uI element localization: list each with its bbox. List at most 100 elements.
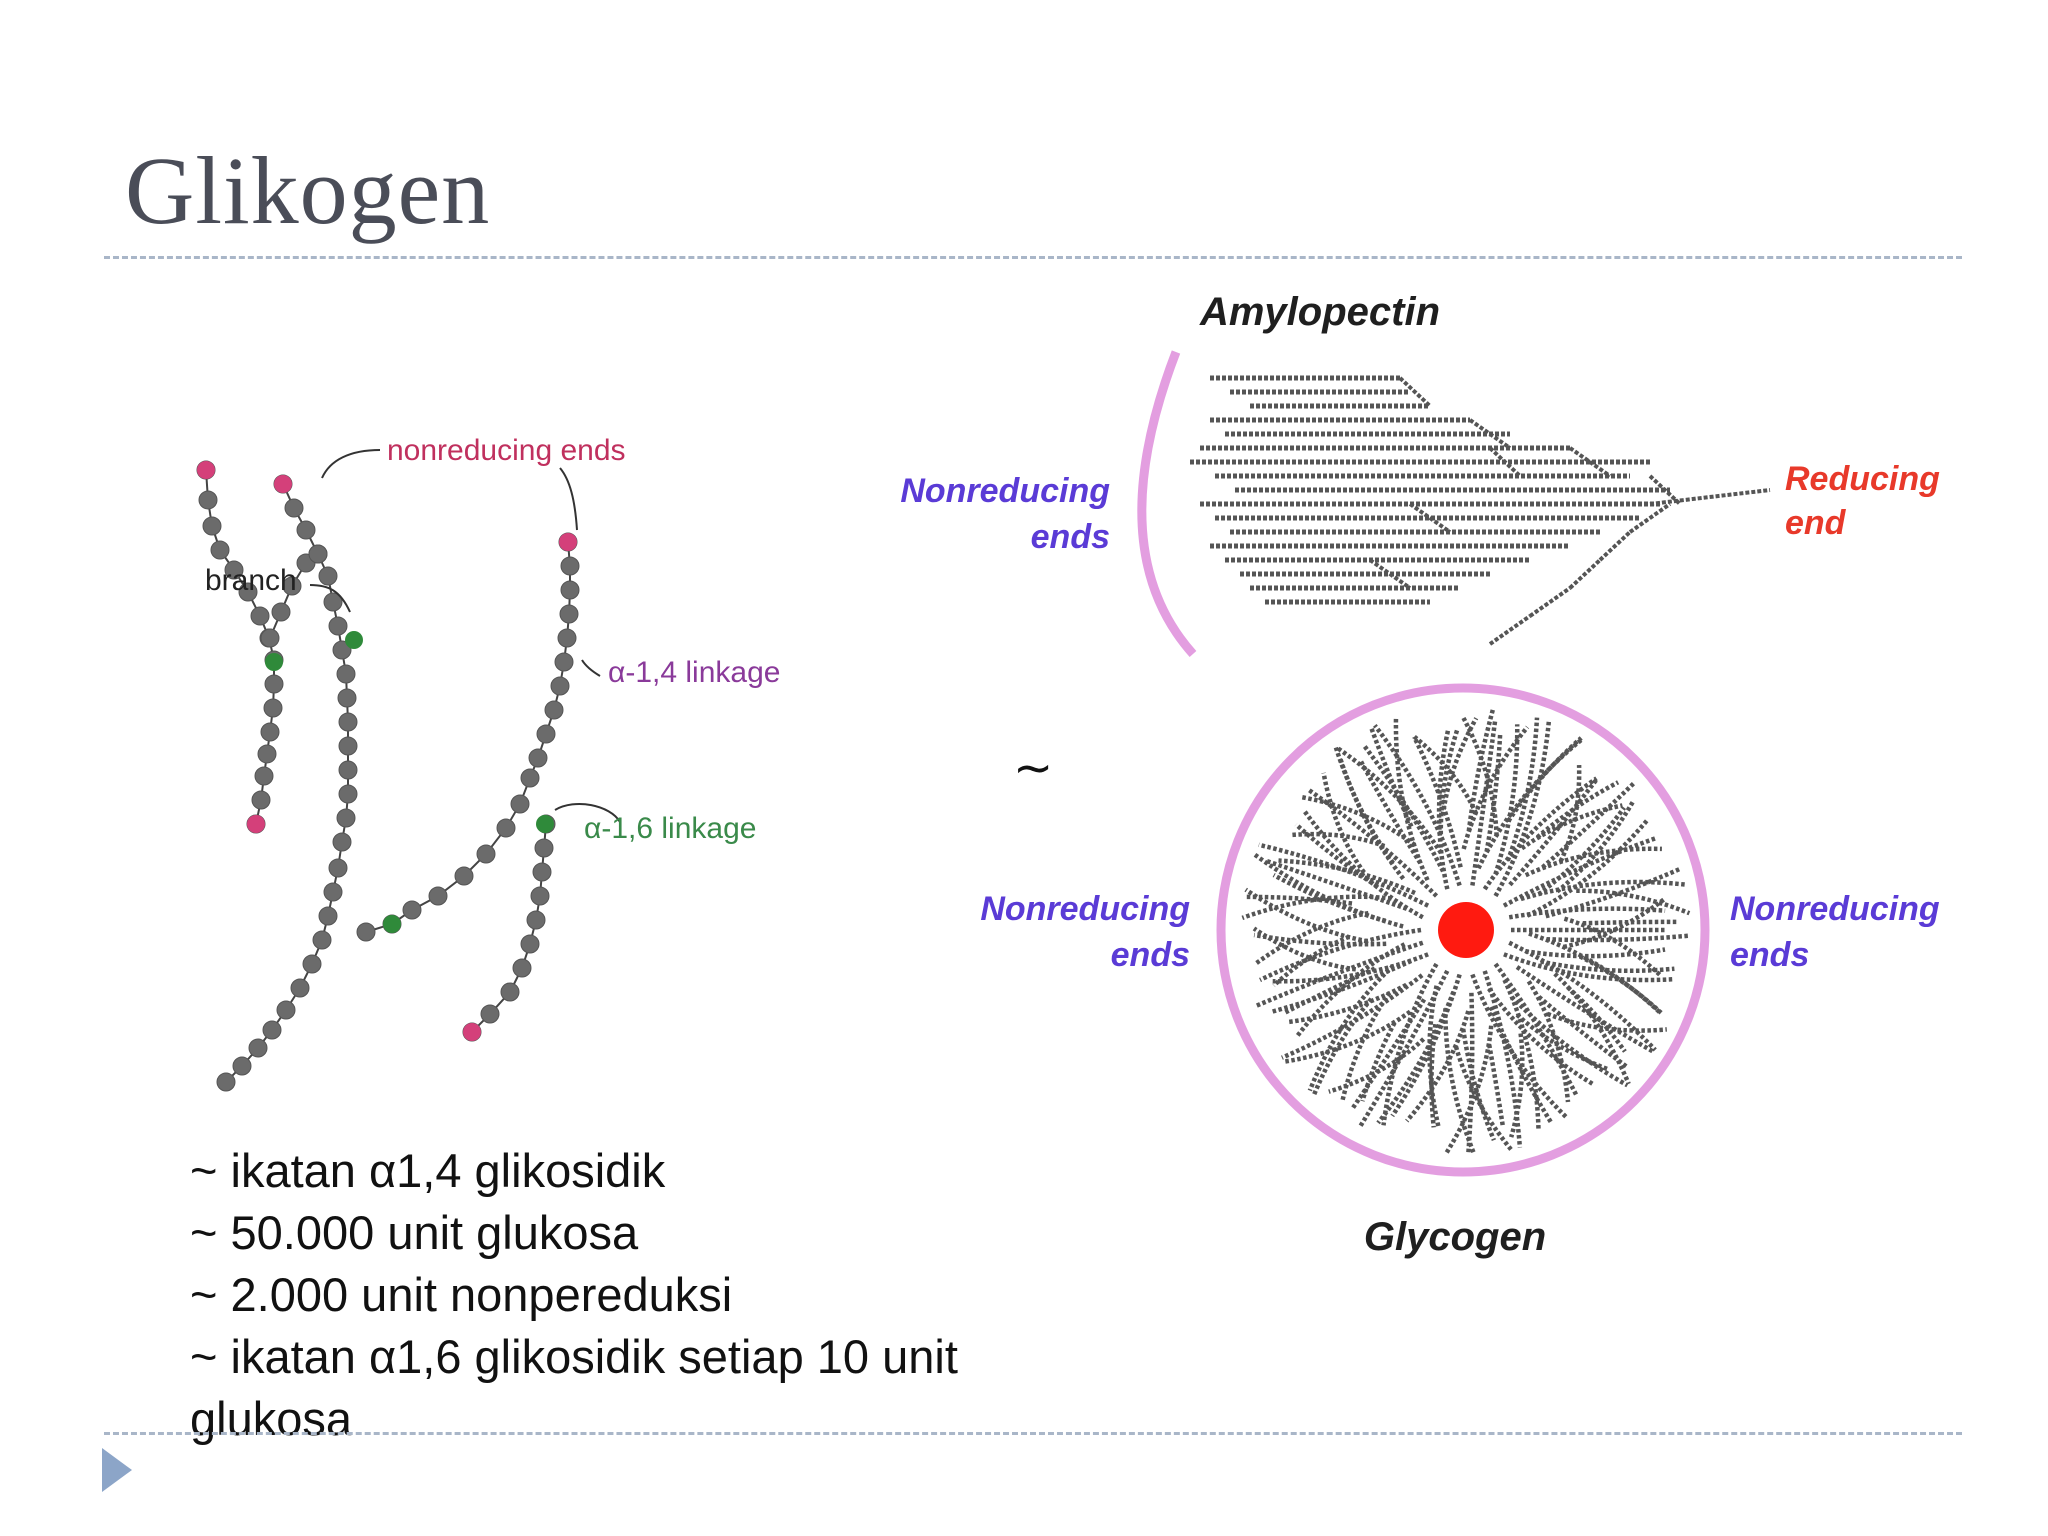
glycogen-chain <box>1505 717 1540 862</box>
nonreducing-end-unit <box>559 533 577 551</box>
branch-label: branch <box>205 564 297 597</box>
glucose-unit <box>260 722 280 742</box>
bullet-item: ~ ikatan α1,6 glikosidik setiap 10 unit … <box>190 1330 958 1445</box>
glucose-unit <box>296 520 316 540</box>
glycogen-chain <box>1545 866 1683 919</box>
amylopectin-connector <box>1468 418 1512 450</box>
glucose-unit <box>257 744 277 764</box>
branch-point-unit <box>536 815 554 833</box>
glycogen-chain <box>1258 842 1430 908</box>
glucose-unit <box>559 604 579 624</box>
glycogen-chain <box>1546 1011 1667 1033</box>
glycogen-chain <box>1566 985 1627 1053</box>
a16-arrow <box>554 803 621 823</box>
glucose-unit <box>216 1072 236 1092</box>
glycogen-chain <box>1508 777 1599 887</box>
glucose-unit <box>534 838 554 858</box>
glycogen-chain <box>1350 998 1427 1111</box>
glycogen-chain <box>1361 743 1446 873</box>
glycogen-chain <box>1541 780 1637 869</box>
glycogen-chain <box>1528 931 1663 1016</box>
amylopectin-connector <box>1408 502 1452 534</box>
glycogen-chain <box>1294 822 1379 889</box>
branch-point-unit <box>345 631 363 649</box>
glycogen-chain <box>1264 858 1408 911</box>
slide-nav-arrow-icon[interactable] <box>102 1448 132 1492</box>
glycogen-branch-diagram: nonreducing ends branch α-1,4 linkage α-… <box>196 434 780 1092</box>
glucose-unit <box>232 1056 252 1076</box>
glycogen-chain <box>1488 1006 1554 1125</box>
glycogen-nonreducing-left-line1: Nonreducing <box>980 890 1190 928</box>
glycogen-chain <box>1470 973 1568 1119</box>
glucose-unit <box>210 540 230 560</box>
glycogen-chain <box>1300 794 1417 847</box>
glucose-unit <box>198 490 218 510</box>
glucose-unit <box>526 910 546 930</box>
nonreducing-arrow-1 <box>321 449 381 479</box>
glucose-unit <box>251 790 271 810</box>
glucose-unit <box>560 556 580 576</box>
glucose-unit <box>557 628 577 648</box>
glycogen-chain <box>1376 990 1456 1125</box>
chain-line-0 <box>205 469 275 825</box>
glucose-unit <box>263 698 283 718</box>
glycogen-nonreducing-right-line2: ends <box>1730 936 1809 974</box>
glycogen-chain <box>1546 933 1691 943</box>
branch-point-unit <box>265 653 283 671</box>
glycogen-chain <box>1482 776 1598 891</box>
bullet-item: ~ 50.000 unit glukosa <box>190 1206 639 1259</box>
glycogen-chain <box>1289 831 1386 849</box>
glucose-unit <box>332 832 352 852</box>
glycogen-chain <box>1453 1045 1513 1151</box>
a14-arrow <box>581 659 601 677</box>
glycogen-outer-ring <box>1216 683 1710 1177</box>
glycogen-chain <box>1381 962 1439 1126</box>
glycogen-chain <box>1470 719 1498 886</box>
glycogen-chain <box>1537 806 1627 897</box>
glucose-unit <box>544 700 564 720</box>
reducing-end-line1: Reducing <box>1785 460 1940 498</box>
glucose-unit <box>356 922 376 942</box>
glycogen-chain <box>1493 721 1552 898</box>
glucose-unit <box>560 580 580 600</box>
glucose-unit <box>532 862 552 882</box>
glycogen-chain <box>1486 1044 1506 1127</box>
glycogen-chain <box>1339 991 1392 1103</box>
glycogen-chain <box>1540 959 1675 974</box>
amylopectin-title: Amylopectin <box>1199 290 1440 334</box>
glucose-unit <box>338 736 358 756</box>
glycogen-nonreducing-left-line2: ends <box>1111 936 1190 974</box>
amylopectin-connector <box>1398 376 1432 408</box>
glycogen-chain <box>1461 716 1499 836</box>
glucose-unit <box>338 784 358 804</box>
nonreducing-end-unit <box>274 475 292 493</box>
glycogen-chain <box>1358 759 1423 865</box>
amylopectin-glycogen-diagram: Amylopectin Nonreducing ends Reducing en… <box>900 290 1940 1259</box>
branch-arrow <box>309 584 351 613</box>
glycogen-chain <box>1244 894 1353 906</box>
glycogen-chain <box>1558 765 1582 863</box>
glucose-unit <box>264 674 284 694</box>
similarity-tilde: ~ <box>1013 740 1054 796</box>
glucose-unit <box>536 724 556 744</box>
glucose-unit <box>290 978 310 998</box>
branch-point-unit <box>383 915 401 933</box>
glycogen-chain <box>1269 958 1413 1015</box>
glucose-unit <box>323 592 343 612</box>
glucose-unit <box>262 1020 282 1040</box>
glucose-unit <box>336 808 356 828</box>
amylopectin-connector <box>1568 558 1602 590</box>
glucose-unit <box>510 794 530 814</box>
amylopectin-connector <box>1649 488 1771 506</box>
glucose-unit <box>530 886 550 906</box>
glycogen-chain <box>1493 724 1520 875</box>
amylopectin-connector <box>1488 446 1522 478</box>
chain-line-4 <box>471 823 547 1033</box>
glycogen-chain <box>1484 732 1503 853</box>
glycogen-chain <box>1312 997 1374 1096</box>
bottom-divider <box>104 1432 1962 1435</box>
glucose-unit <box>332 640 352 660</box>
glycogen-chain <box>1503 952 1673 983</box>
glycogen-chain <box>1390 973 1462 1118</box>
glycogen-chain <box>1278 858 1416 896</box>
